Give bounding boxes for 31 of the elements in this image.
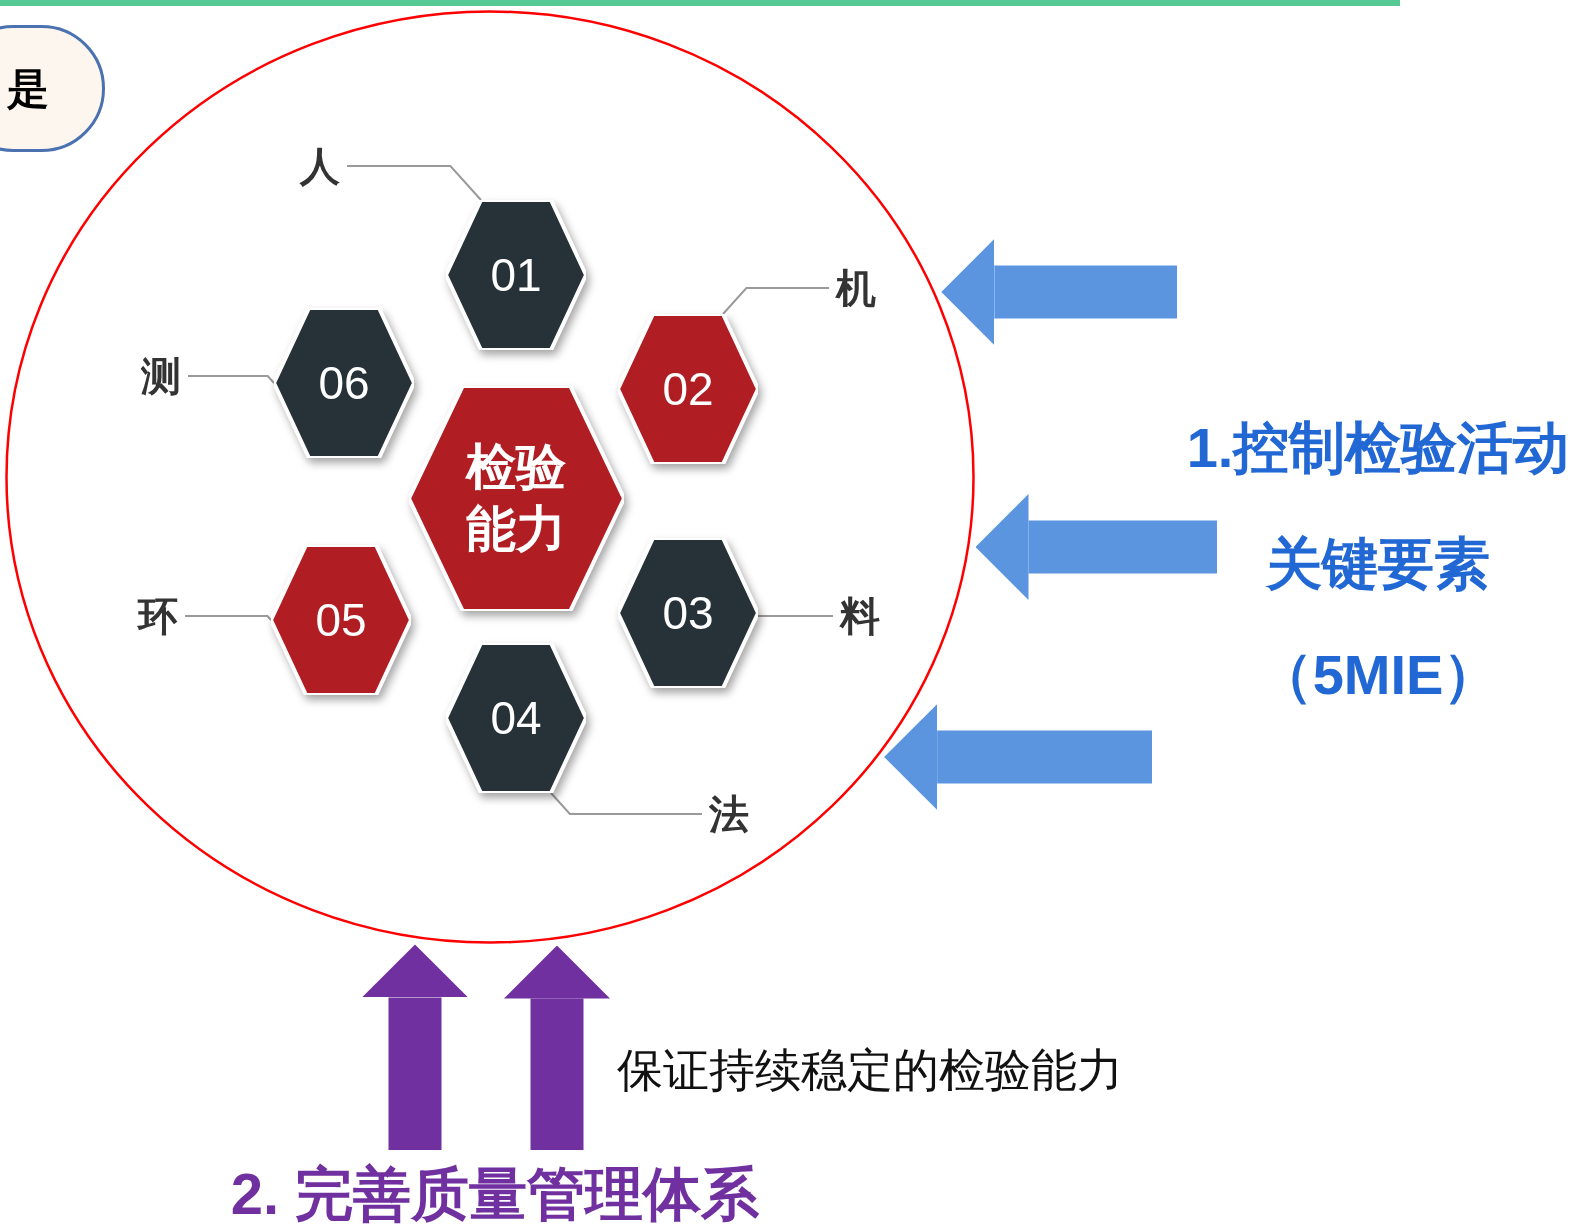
leader-line bbox=[722, 287, 830, 315]
heading-text: 2. 完善质量管理体系 bbox=[230, 1160, 760, 1227]
element-label: 环 bbox=[135, 593, 181, 639]
leader-line bbox=[187, 375, 275, 384]
block-arrow bbox=[362, 944, 468, 1150]
leader-line bbox=[550, 792, 703, 815]
leader-line bbox=[184, 615, 272, 621]
hexagon: 05 bbox=[271, 545, 411, 695]
hexagon: 检验能力 bbox=[408, 385, 624, 611]
block-arrow bbox=[884, 704, 1152, 810]
hexagon: 02 bbox=[618, 314, 758, 464]
heading-text: 关键要素 bbox=[1266, 531, 1490, 597]
leader-line bbox=[757, 615, 834, 617]
circle-outline bbox=[5, 10, 975, 944]
block-arrow bbox=[504, 945, 610, 1150]
element-label: 人 bbox=[297, 143, 343, 189]
block-arrow bbox=[975, 494, 1217, 600]
heading-text: （5MIE） bbox=[1256, 642, 1500, 708]
hexagon: 01 bbox=[446, 200, 586, 350]
note-text: 保证持续稳定的检验能力 bbox=[617, 1043, 1123, 1098]
rounded-box: 是 bbox=[0, 25, 105, 152]
leader-line bbox=[346, 165, 482, 201]
element-label: 法 bbox=[706, 791, 752, 837]
element-label: 机 bbox=[833, 265, 879, 311]
hexagon: 06 bbox=[274, 308, 414, 458]
hexagon: 03 bbox=[618, 538, 758, 688]
element-label: 测 bbox=[138, 353, 184, 399]
hexagon: 04 bbox=[446, 643, 586, 793]
heading-text: 1.控制检验活动 bbox=[1186, 415, 1570, 481]
block-arrow bbox=[941, 239, 1177, 345]
element-label: 料 bbox=[837, 593, 883, 639]
